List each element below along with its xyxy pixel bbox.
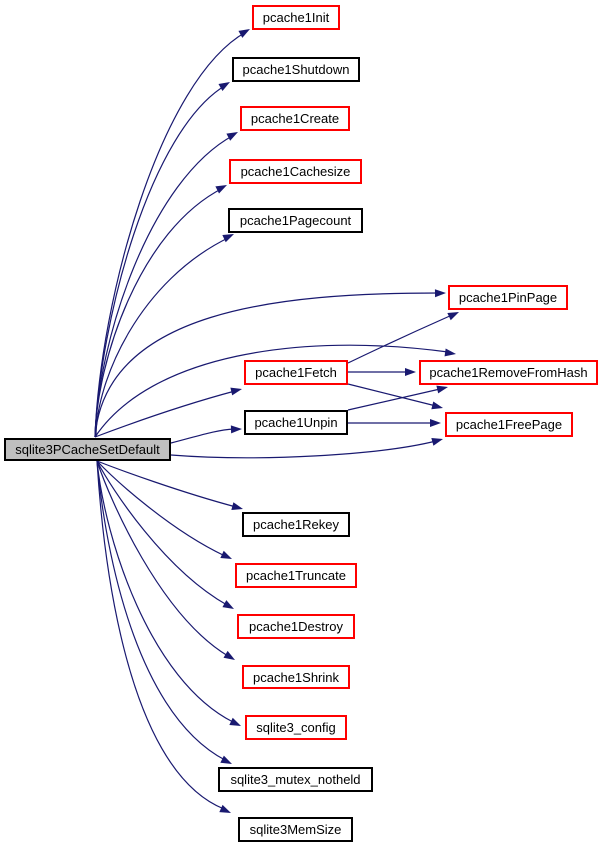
arrowhead-main-mutex xyxy=(220,755,232,764)
node-pcache1Pagecount[interactable]: pcache1Pagecount xyxy=(228,208,363,233)
edge-fetch-pinpage xyxy=(347,314,453,364)
arrowhead-main-freepage xyxy=(431,437,443,446)
node-pcache1Unpin[interactable]: pcache1Unpin xyxy=(244,410,348,435)
edge-main-pagecount xyxy=(95,236,231,438)
edge-main-shutdown xyxy=(94,84,227,438)
edge-main-freepage xyxy=(170,440,437,459)
edge-main-cachesize xyxy=(94,187,224,438)
node-sqlite3MemSize[interactable]: sqlite3MemSize xyxy=(238,817,353,842)
edge-main-pinpage xyxy=(94,292,439,438)
node-pcache1Shutdown[interactable]: pcache1Shutdown xyxy=(232,57,360,82)
edge-main-rekey xyxy=(96,460,237,508)
node-sqlite3PCacheSetDefault[interactable]: sqlite3PCacheSetDefault xyxy=(4,438,171,461)
arrowhead-main-init xyxy=(238,29,250,38)
edge-main-destroy xyxy=(96,460,228,606)
edge-main-truncate xyxy=(96,460,226,557)
node-pcache1Cachesize[interactable]: pcache1Cachesize xyxy=(229,159,362,184)
edge-main-memsize xyxy=(96,460,225,810)
edge-main-mutex xyxy=(96,460,226,761)
arrowhead-main-memsize xyxy=(219,804,231,813)
edge-main-shrink xyxy=(96,460,229,657)
arrowhead-unpin-freepage xyxy=(430,419,441,427)
arrowhead-main-shrink xyxy=(223,650,235,660)
arrowhead-main-pinpage xyxy=(434,289,446,298)
arrowhead-main-cachesize xyxy=(215,185,227,194)
node-pcache1PinPage[interactable]: pcache1PinPage xyxy=(448,285,568,310)
node-pcache1Destroy[interactable]: pcache1Destroy xyxy=(237,614,355,639)
edge-main-fetch xyxy=(94,390,236,438)
node-pcache1Truncate[interactable]: pcache1Truncate xyxy=(235,563,357,588)
edge-main-config xyxy=(96,460,234,723)
arrowhead-main-rekey xyxy=(231,502,243,511)
arrowhead-unpin-removefromhash xyxy=(436,385,448,394)
edge-main-removefromhash xyxy=(94,344,449,438)
arrowhead-main-destroy xyxy=(222,600,234,609)
node-pcache1FreePage[interactable]: pcache1FreePage xyxy=(445,412,573,437)
node-pcache1Init[interactable]: pcache1Init xyxy=(252,5,340,30)
node-pcache1Create[interactable]: pcache1Create xyxy=(240,106,350,131)
node-pcache1Fetch[interactable]: pcache1Fetch xyxy=(244,360,348,385)
arrowhead-fetch-freepage xyxy=(431,401,443,410)
arrowhead-main-pagecount xyxy=(222,234,234,243)
arrowhead-main-removefromhash xyxy=(444,348,456,357)
arrowhead-fetch-removefromhash xyxy=(405,368,416,376)
edge-main-unpin xyxy=(170,428,235,444)
node-pcache1RemoveFromHash[interactable]: pcache1RemoveFromHash xyxy=(419,360,598,385)
node-sqlite3_config[interactable]: sqlite3_config xyxy=(245,715,347,740)
node-pcache1Shrink[interactable]: pcache1Shrink xyxy=(242,665,350,689)
node-pcache1Rekey[interactable]: pcache1Rekey xyxy=(242,512,350,537)
arrowhead-main-create xyxy=(226,132,238,141)
edge-fetch-freepage xyxy=(347,383,437,407)
arrowhead-main-unpin xyxy=(230,425,242,434)
arrowhead-main-fetch xyxy=(230,387,242,396)
edge-unpin-removefromhash xyxy=(347,388,441,411)
node-sqlite3_mutex_notheld[interactable]: sqlite3_mutex_notheld xyxy=(218,767,373,792)
arrowhead-main-truncate xyxy=(220,550,232,559)
arrowhead-main-shutdown xyxy=(218,82,230,91)
arrowhead-fetch-pinpage xyxy=(447,312,459,321)
arrowhead-main-config xyxy=(229,717,241,726)
